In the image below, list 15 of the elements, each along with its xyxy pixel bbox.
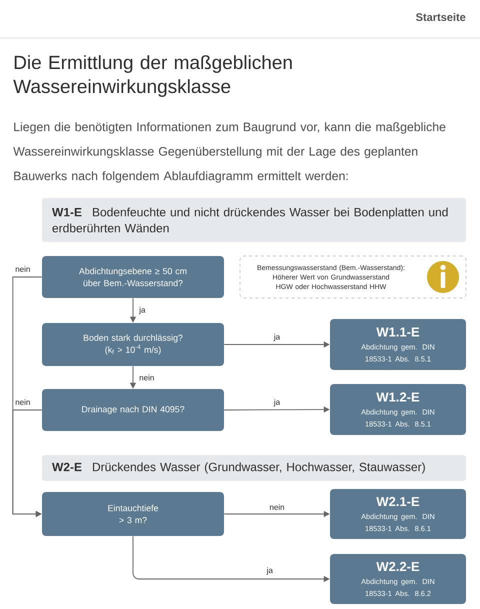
edge-label: nein <box>138 374 156 382</box>
edge-label: nein <box>14 398 32 406</box>
edge-label: nein <box>268 503 286 511</box>
decision-box: Abdichtungsebene ≥ 50 cm über Bem.-Wasserstand? <box>42 256 224 298</box>
decision-box: Drainage nach DIN 4095? <box>42 389 224 431</box>
section-band: W2-E Drückendes Wasser (Grundwasser, Hochwasser, Stauwasser) <box>42 455 466 481</box>
page-title: Die Ermittlung der maßgeblichen Wassereinwirkungsklasse <box>13 55 292 97</box>
intro-paragraph: Liegen die benötigten Informationen zum Baugrund vor, kann die maßgebliche Wassereinwirkungsklasse Gegenüberstellung mit der Lage des geplanten Bauwerks nach folgendem Ablaufdiagramm ermittelt werden: <box>13 122 446 183</box>
decision-box: Eintauchtiefe > 3 m? <box>42 492 224 536</box>
nav-link: Startseite <box>416 12 466 22</box>
edge-label: ja <box>138 306 146 316</box>
section-band: W1-E Bodenfeuchte und nicht drückendes Wasser bei Bodenplatten und erdberührten Wänden <box>42 198 466 242</box>
edge-label: ja <box>266 566 274 576</box>
edge-label: nein <box>14 265 32 273</box>
decision-box: Boden stark durchlässig? (k$_{f}$ > 10$^{-4}$ m/s) <box>42 323 224 366</box>
